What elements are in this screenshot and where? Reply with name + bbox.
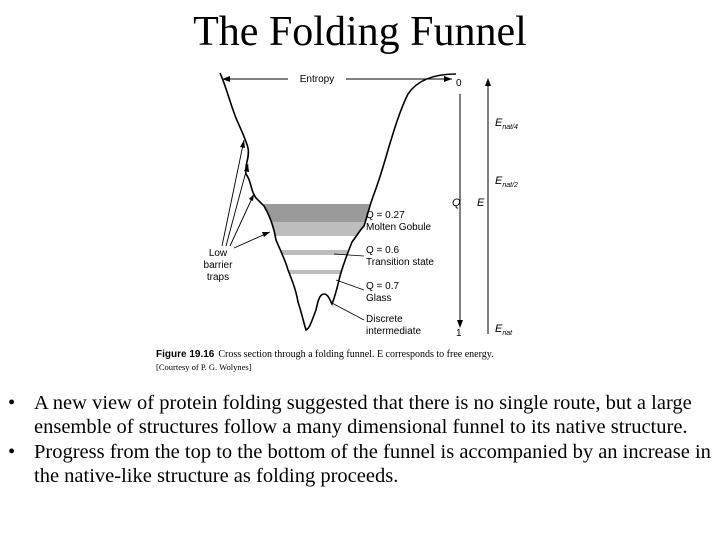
bullet-marker: • xyxy=(8,392,16,414)
entropy-arrowhead-left xyxy=(222,76,230,82)
bullet-text-1: A new view of protein folding suggested … xyxy=(34,392,692,438)
glass-pointer xyxy=(335,279,365,291)
intermediate-line2: intermediate xyxy=(366,326,421,337)
bullet-item-2: • Progress from the top to the bottom of… xyxy=(8,441,714,488)
entropy-label: Entropy xyxy=(300,74,334,85)
molten-globule-band-light xyxy=(220,222,456,236)
transition-state-band xyxy=(220,250,456,255)
q-axis-arrowhead xyxy=(457,320,463,328)
e-level-nat: Enat xyxy=(495,323,513,337)
bullet-text-2: Progress from the top to the bottom of t… xyxy=(34,441,711,487)
transition-state-name: Transition state xyxy=(366,257,434,268)
e-axis-label: E xyxy=(477,197,485,209)
slide-title: The Folding Funnel xyxy=(193,9,527,55)
molten-globule-q: Q = 0.27 xyxy=(366,210,405,221)
traps-label-line1: Low xyxy=(209,248,228,259)
transition-state-q: Q = 0.6 xyxy=(366,245,400,256)
q-axis-label: Q xyxy=(452,197,461,209)
glass-q: Q = 0.7 xyxy=(366,281,400,292)
traps-label-line2: barrier xyxy=(204,260,234,271)
q-scale-bottom: 1 xyxy=(456,328,462,339)
e-axis-arrowhead xyxy=(485,78,491,86)
traps-pointer-lines xyxy=(221,139,271,249)
traps-label-line3: traps xyxy=(207,272,229,283)
intermediate-line1: Discrete xyxy=(366,314,403,325)
glass-band xyxy=(220,270,456,274)
glass-name: Glass xyxy=(366,293,392,304)
bullet-item-1: • A new view of protein folding suggeste… xyxy=(8,392,714,439)
entropy-arrowhead-right xyxy=(444,76,452,82)
bullet-marker: • xyxy=(8,441,16,463)
traps-arrowheads xyxy=(240,140,270,237)
funnel-outline xyxy=(219,72,457,332)
bullet-list: • A new view of protein folding suggeste… xyxy=(8,392,714,490)
e-level-nat4: Enat/4 xyxy=(495,117,518,131)
e-level-nat2: Enat/2 xyxy=(495,175,518,189)
intermediate-pointer xyxy=(329,301,365,321)
folding-funnel-figure: Entropy 0 Q 1 E Enat/4 Enat/2 Enat Low b… xyxy=(140,58,580,378)
q-scale-top: 0 xyxy=(456,78,462,89)
molten-globule-band-dark xyxy=(220,204,456,222)
molten-globule-name: Molten Gobule xyxy=(366,222,431,233)
figure-credit: [Courtesy of P. G. Wolynes] xyxy=(156,362,252,372)
funnel-diagram: Entropy 0 Q 1 E Enat/4 Enat/2 Enat Low b… xyxy=(156,72,518,372)
transition-state-pointer xyxy=(333,253,365,257)
